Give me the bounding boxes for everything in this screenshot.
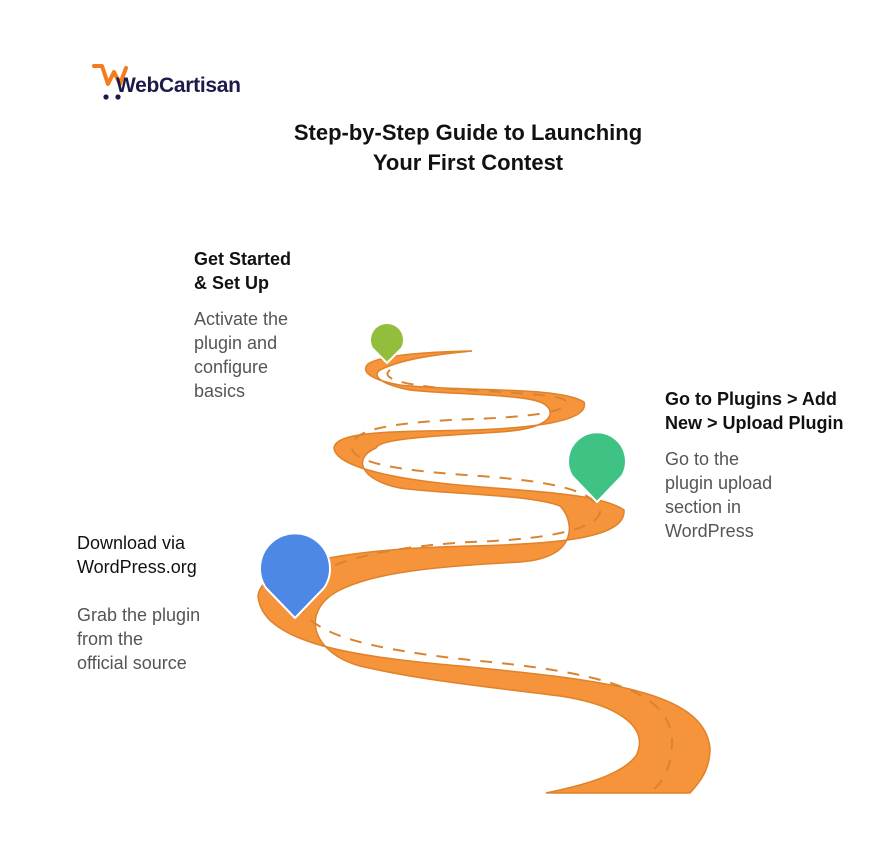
description-line: plugin upload: [665, 473, 773, 493]
step-heading: Get Started & Set Up: [194, 247, 291, 295]
description-line: official source: [77, 653, 187, 673]
step-download: Download via WordPress.org Grab the plug…: [77, 531, 200, 675]
step-description: Go to the plugin upload section in WordP…: [665, 447, 844, 543]
road-centerline: [298, 369, 674, 794]
description-line: Go to the: [665, 449, 740, 469]
title-line: Your First Contest: [372, 150, 564, 175]
heading-line: Go to Plugins > Add: [665, 389, 837, 409]
pin-go-to-plugins[interactable]: [567, 431, 627, 503]
step-heading: Go to Plugins > Add New > Upload Plugin: [665, 387, 844, 435]
heading-line: WordPress.org: [77, 557, 197, 577]
description-line: basics: [194, 381, 246, 401]
description-line: WordPress: [665, 521, 754, 541]
heading-line: New > Upload Plugin: [665, 413, 844, 433]
step-heading: Download via WordPress.org: [77, 531, 200, 579]
pin-get-started[interactable]: [369, 322, 405, 364]
heading-line: Get Started: [194, 249, 292, 269]
description-line: from the: [77, 629, 144, 649]
map-pin-icon: [369, 322, 405, 364]
logo-text: WebCartisan: [116, 74, 241, 97]
map-pin-icon: [259, 532, 331, 619]
title-line: Step-by-Step Guide to Launching: [293, 120, 643, 145]
description-line: plugin and: [194, 333, 278, 353]
heading-line: & Set Up: [194, 273, 270, 293]
page-title: Step-by-Step Guide to Launching Your Fir…: [0, 118, 894, 178]
cart-icon: [92, 64, 128, 100]
heading-line: Download via: [77, 533, 186, 553]
brand-logo: WebCartisan: [92, 62, 252, 104]
description-line: section in: [665, 497, 742, 517]
map-pin-icon: [567, 431, 627, 503]
step-description: Activate the plugin and configure basics: [194, 307, 291, 403]
step-description: Grab the plugin from the official source: [77, 603, 200, 675]
description-line: Grab the plugin: [77, 605, 201, 625]
pin-download[interactable]: [259, 532, 331, 619]
road-surface: [257, 350, 711, 794]
step-go-to-plugins: Go to Plugins > Add New > Upload Plugin …: [665, 387, 844, 543]
description-line: configure: [194, 357, 269, 377]
description-line: Activate the: [194, 309, 289, 329]
step-get-started: Get Started & Set Up Activate the plugin…: [194, 247, 291, 403]
